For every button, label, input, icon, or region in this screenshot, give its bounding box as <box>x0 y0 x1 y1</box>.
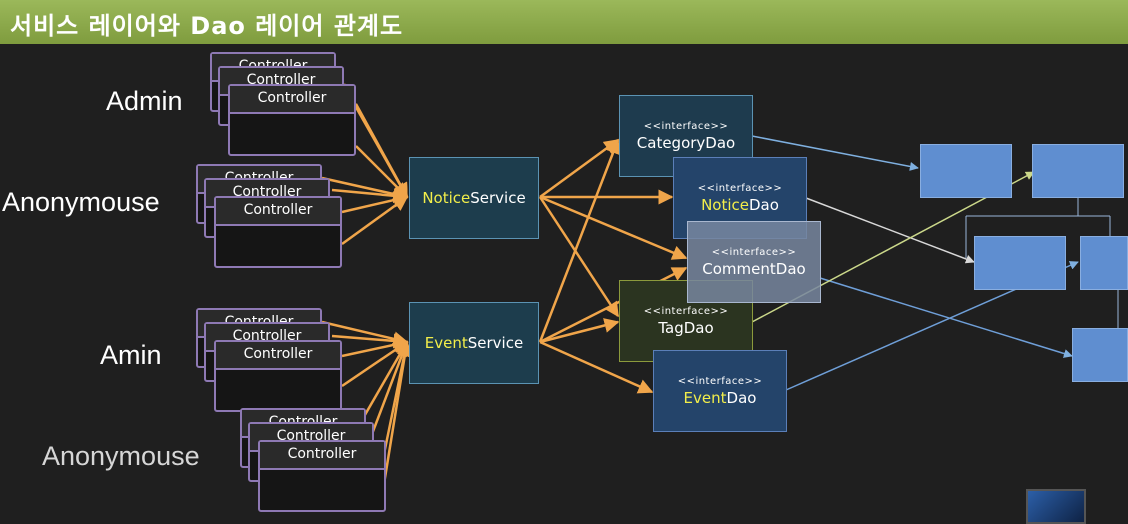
arrow-category-to-table <box>751 135 919 171</box>
controller-box: Controller <box>258 440 386 512</box>
interface-stereotype: <<interface>> <box>697 182 783 194</box>
event-dao-highlight: Event <box>683 388 727 407</box>
controller-box: Controller <box>214 196 342 268</box>
db-table <box>920 144 1012 198</box>
controller-label: Controller <box>216 342 340 370</box>
event-service-suffix: Service <box>467 334 524 352</box>
arrow-comment-to-table <box>819 277 1073 358</box>
db-table <box>974 236 1066 290</box>
slide-title: 서비스 레이어와 Dao 레이어 관계도 <box>10 12 404 40</box>
notice-dao-highlight: Notice <box>701 195 749 214</box>
tag-dao-box: <<interface>> TagDao <box>619 280 753 362</box>
event-dao-name: Dao <box>726 388 757 407</box>
interface-stereotype: <<interface>> <box>643 120 729 132</box>
arrow-notice-to-table <box>805 197 975 264</box>
db-table <box>1072 328 1128 382</box>
notice-service-suffix: Service <box>470 189 526 207</box>
interface-stereotype: <<interface>> <box>711 246 797 258</box>
arrows-to-event-service <box>321 320 413 485</box>
interface-stereotype: <<interface>> <box>643 305 729 317</box>
comment-dao-name: CommentDao <box>702 259 806 278</box>
controller-label: Controller <box>216 198 340 226</box>
table-tree-lines <box>965 198 1119 328</box>
notice-service-highlight: Notice <box>422 189 471 207</box>
interface-stereotype: <<interface>> <box>677 375 763 387</box>
notice-dao-name: Dao <box>749 195 779 214</box>
actor-admin: Admin <box>106 86 183 116</box>
arrows-service-to-dao <box>538 138 688 394</box>
controller-label: Controller <box>230 86 354 114</box>
actor-anonymouse-1: Anonymouse <box>2 187 160 217</box>
actor-amin: Amin <box>100 340 162 370</box>
event-service-highlight: Event <box>424 334 468 352</box>
controller-label: Controller <box>260 442 384 470</box>
db-table <box>1032 144 1124 198</box>
controller-box: Controller <box>214 340 342 412</box>
db-table <box>1080 236 1128 290</box>
controller-box: Controller <box>228 84 356 156</box>
monitor-icon <box>1026 489 1086 524</box>
event-dao-box: <<interface>> EventDao <box>653 350 787 432</box>
tag-dao-name: TagDao <box>658 318 714 337</box>
title-bar: 서비스 레이어와 Dao 레이어 관계도 <box>0 0 1128 44</box>
actor-anonymouse-2: Anonymouse <box>42 441 200 471</box>
comment-dao-box: <<interface>> CommentDao <box>687 221 821 303</box>
category-dao-name: CategoryDao <box>636 133 736 152</box>
